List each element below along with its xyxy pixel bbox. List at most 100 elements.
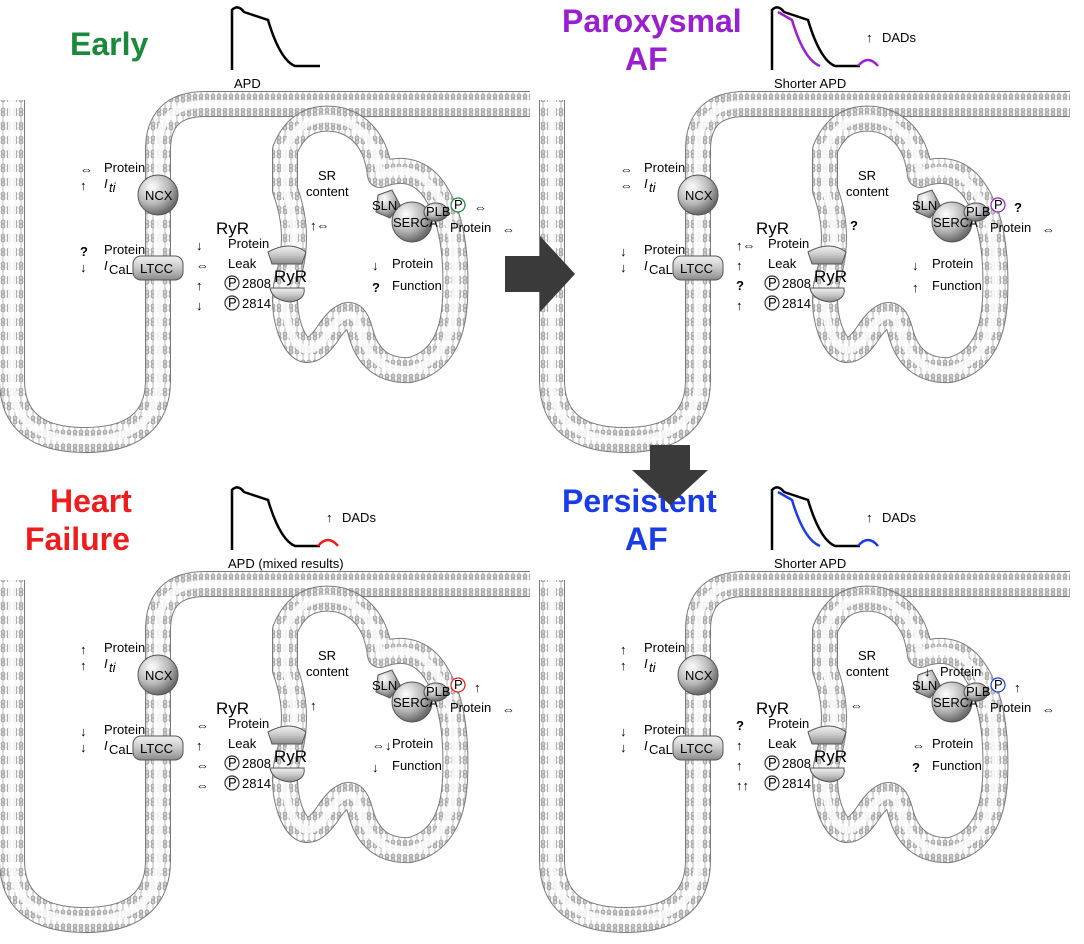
ncx-label: NCX [685, 668, 713, 683]
left-symbol-3: ↓ [620, 740, 627, 755]
plb-label: PLB [426, 684, 451, 699]
plb-label: PLB [966, 684, 991, 699]
left-sub-1: ti [649, 180, 657, 195]
left-sub-3: CaL [649, 262, 673, 277]
ltcc-label: LTCC [140, 741, 173, 756]
apd-label: Shorter APD [774, 556, 846, 571]
membrane-bilayer [273, 586, 468, 863]
ryr-label-1: Leak [228, 256, 257, 271]
serca-pump [391, 681, 433, 723]
sln-protein [915, 189, 941, 219]
serca-item-label-0: Protein [392, 256, 433, 271]
sr-content-symbol: ↑⇔ [310, 218, 330, 233]
ryr-symbol-0: ↑⇔ [736, 238, 756, 253]
ryr-label-3: 2814 [782, 296, 811, 311]
apd-trace [230, 6, 320, 70]
ryr-label-0: Protein [228, 236, 269, 251]
p-label: P [768, 775, 777, 790]
ryr-symbol-3: ↑↑ [736, 778, 749, 793]
ryr-label-1: Leak [768, 256, 797, 271]
left-label-0: Protein [644, 640, 685, 655]
sr-content-symbol: ? [850, 218, 858, 233]
plb-symbol-1: ⇔ [502, 222, 515, 237]
sr-content-label: content [846, 664, 889, 679]
ryr-label-3: 2814 [782, 776, 811, 791]
left-symbol-2: ↓ [620, 724, 627, 739]
ncx-transporter [677, 654, 719, 696]
panel-title-line-1: Paroxysmal [562, 3, 742, 39]
serca-pump [931, 681, 973, 723]
apd-label: APD [234, 76, 261, 91]
serca-symbol-0: ⇔↓ [372, 738, 392, 753]
p-label: P [994, 197, 1003, 212]
serca-item-label-0: Protein [392, 736, 433, 751]
dad-trace [857, 538, 879, 547]
sln-label: SLN [372, 198, 397, 213]
sr-content-symbol: ⇔ [850, 698, 863, 713]
ryr-channel-label: RyR [274, 267, 307, 286]
membrane-bilayer [813, 586, 1008, 863]
membrane-core [821, 114, 1000, 375]
ryr-label-0: Protein [768, 236, 809, 251]
plb-protein [423, 202, 449, 222]
left-symbol-1: ↑ [80, 658, 87, 673]
plb-protein [423, 682, 449, 702]
serca-label: SERCA [393, 215, 438, 230]
ryr-p-3 [764, 295, 780, 311]
membrane-core [281, 114, 460, 375]
serca-symbol-0: ⇔ [912, 738, 925, 753]
ryr-symbol-0: ? [736, 718, 744, 733]
left-label-2: Protein [104, 242, 145, 257]
apd-trace [770, 6, 860, 70]
plb-symbol-0: ↑ [1014, 680, 1021, 695]
left-sub-3: CaL [109, 262, 133, 277]
left-label-1: I [104, 176, 108, 191]
ryr-p-3 [224, 775, 240, 791]
plb-p [450, 197, 466, 213]
serca-item-label-1: Function [932, 278, 982, 293]
left-label-3: I [104, 738, 108, 753]
ltcc-channel [132, 255, 184, 281]
left-symbol-2: ? [80, 244, 88, 259]
p-label: P [768, 275, 777, 290]
sr-content-label: content [306, 664, 349, 679]
transition-arrow-early-to-paroxysmal [505, 236, 575, 312]
ryr-symbol-2: ? [736, 278, 744, 293]
left-label-0: Protein [644, 160, 685, 175]
ltcc-label: LTCC [680, 741, 713, 756]
dads-arrow: ↑ [326, 510, 333, 525]
apd-short-trace [777, 10, 821, 68]
ltcc-label: LTCC [680, 261, 713, 276]
ryr-label-2: 2808 [242, 276, 271, 291]
sln-protein [915, 669, 941, 699]
dads-label: DADs [882, 30, 916, 45]
apd-label: Shorter APD [774, 76, 846, 91]
left-symbol-0: ⇔ [620, 162, 633, 177]
sln-item-label: Protein [940, 664, 981, 679]
sr-label: SR [318, 168, 336, 183]
p-label: P [228, 755, 237, 770]
left-symbol-0: ⇔ [80, 162, 93, 177]
serca-label: SERCA [933, 695, 978, 710]
ryr-symbol-1: ↑ [196, 738, 203, 753]
serca-item-label-0: Protein [932, 736, 973, 751]
dads-label: DADs [882, 510, 916, 525]
ryr-channel-label: RyR [274, 747, 307, 766]
left-sub-3: CaL [649, 742, 673, 757]
membrane-core [8, 580, 530, 924]
ryr-label-0: Protein [228, 716, 269, 731]
left-symbol-1: ↑ [80, 178, 87, 193]
sln-label: SLN [372, 678, 397, 693]
left-symbol-2: ↓ [620, 244, 627, 259]
sr-label: SR [858, 648, 876, 663]
plb-symbol-0: ? [1014, 200, 1022, 215]
serca-symbol-0: ↓ [372, 258, 379, 273]
ryr-label-3: 2814 [242, 776, 271, 791]
p-label: P [454, 677, 463, 692]
sln-protein [375, 669, 401, 699]
ryr-symbol-0: ⇔ [196, 718, 209, 733]
left-symbol-3: ↓ [620, 260, 627, 275]
ryr-symbol-3: ↓ [196, 298, 203, 313]
left-label-1: I [104, 656, 108, 671]
